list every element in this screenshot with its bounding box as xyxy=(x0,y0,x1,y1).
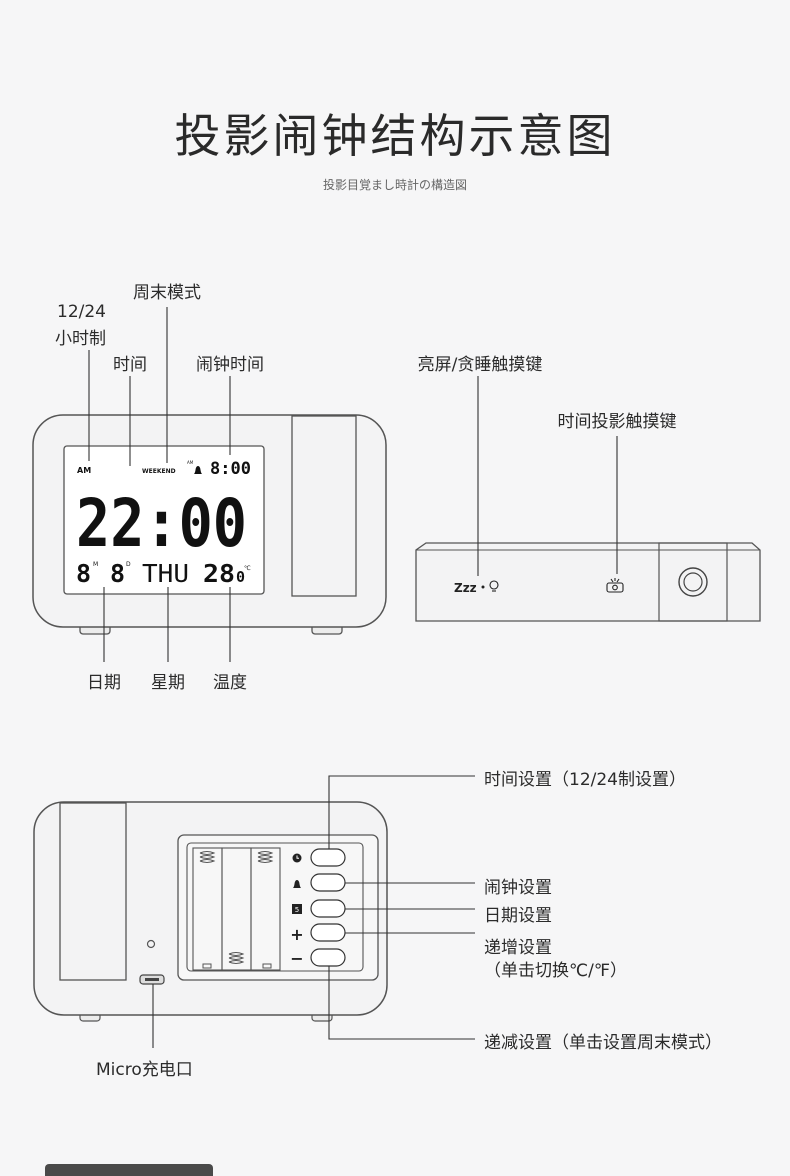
spring-2 xyxy=(257,851,274,863)
label-increase-line2: （单击切换℃/℉） xyxy=(484,961,627,981)
label-decrease-setting: 递减设置（单击设置周末模式） xyxy=(484,1033,722,1053)
alarm-set-button[interactable] xyxy=(310,873,346,892)
projector-lens-icon xyxy=(678,567,708,597)
contact-2 xyxy=(262,963,272,969)
increase-button[interactable] xyxy=(310,923,346,942)
page-subtitle: 投影目覚まし時計の構造図 xyxy=(322,178,467,192)
back-projector-housing xyxy=(59,802,127,981)
battery-compartment-inner xyxy=(186,842,364,972)
lcd-month: 8 xyxy=(76,559,91,588)
label-weekday: 星期 xyxy=(151,673,185,693)
lcd-temp-decimal: 0 xyxy=(236,568,245,586)
spring-1 xyxy=(199,851,216,863)
contact-1 xyxy=(202,963,212,969)
label-1224-line1: 12/24 xyxy=(57,302,106,322)
micro-usb-port-inner xyxy=(145,978,159,981)
label-snooze-key: 亮屏/贪睡触摸键 xyxy=(417,355,543,375)
lcd-alarm-time: 8:00 xyxy=(210,459,251,479)
top-view-projector xyxy=(658,542,728,622)
label-date: 日期 xyxy=(87,673,121,693)
lcd-temp-unit: ℃ xyxy=(244,565,251,572)
reset-hole xyxy=(146,939,156,949)
projector-housing xyxy=(291,415,357,597)
decrease-button[interactable] xyxy=(310,948,346,967)
battery-compartment xyxy=(177,834,379,981)
label-1224-line2: 小时制 xyxy=(55,329,106,349)
battery-slot-3 xyxy=(250,847,281,971)
lcd-weekend: WEEKEND xyxy=(142,468,176,475)
lcd-day-unit: D xyxy=(126,561,131,568)
lcd-am: AM xyxy=(77,466,91,475)
top-view-clock: Zzz xyxy=(415,376,761,622)
lcd-screen xyxy=(63,445,265,595)
lcd-weekday: THU xyxy=(142,559,189,588)
label-weekend-mode: 周末模式 xyxy=(133,283,201,303)
calendar-digit: 5 xyxy=(295,906,299,914)
bulb-icon xyxy=(489,580,499,592)
front-clock: AM WEEKEND AM 8:00 22:00 8 M 8 D THU 28 … xyxy=(32,414,387,635)
label-alarm-setting: 闹钟设置 xyxy=(484,878,552,898)
label-alarm-time: 闹钟时间 xyxy=(196,355,264,375)
clock-icon xyxy=(292,853,302,863)
minus-icon: − xyxy=(290,949,303,968)
page-title: 投影闹钟结构示意图 xyxy=(174,109,616,163)
battery-slots xyxy=(192,847,281,971)
lcd-alarm-am: AM xyxy=(187,460,194,465)
date-set-button[interactable] xyxy=(310,899,346,918)
label-projection-key: 时间投影触摸键 xyxy=(557,412,677,432)
projection-touch-icon xyxy=(606,578,624,593)
lcd-temp: 28 xyxy=(203,559,235,588)
zzz-icon: Zzz xyxy=(454,581,477,595)
plus-icon: + xyxy=(290,925,303,944)
leader-time-setting xyxy=(328,775,475,849)
back-clock: 5 + − xyxy=(33,801,388,1022)
lcd-bell-icon xyxy=(194,466,202,474)
lcd-day: 8 xyxy=(110,559,125,588)
bottom-tab xyxy=(45,1164,213,1176)
lcd-main-time: 22:00 xyxy=(76,485,247,562)
back-leader-lines xyxy=(152,775,475,1048)
battery-springs xyxy=(199,851,274,969)
front-leader-lines xyxy=(88,307,231,662)
label-time-setting: 时间设置（12/24制设置） xyxy=(484,770,686,790)
label-date-setting: 日期设置 xyxy=(484,906,552,926)
calendar-icon xyxy=(292,904,302,914)
zzz-dot xyxy=(481,585,485,589)
time-set-button[interactable] xyxy=(310,848,346,867)
lcd-month-unit: M xyxy=(93,561,98,568)
bell-icon xyxy=(293,880,301,888)
label-micro-port: Micro充电口 xyxy=(96,1060,193,1080)
label-temperature: 温度 xyxy=(213,673,247,693)
label-time: 时间 xyxy=(113,355,147,375)
projector-lens-inner xyxy=(683,572,703,592)
spring-3 xyxy=(228,952,245,964)
leader-decrease xyxy=(328,966,475,1040)
label-increase-line1: 递增设置 xyxy=(484,938,552,958)
